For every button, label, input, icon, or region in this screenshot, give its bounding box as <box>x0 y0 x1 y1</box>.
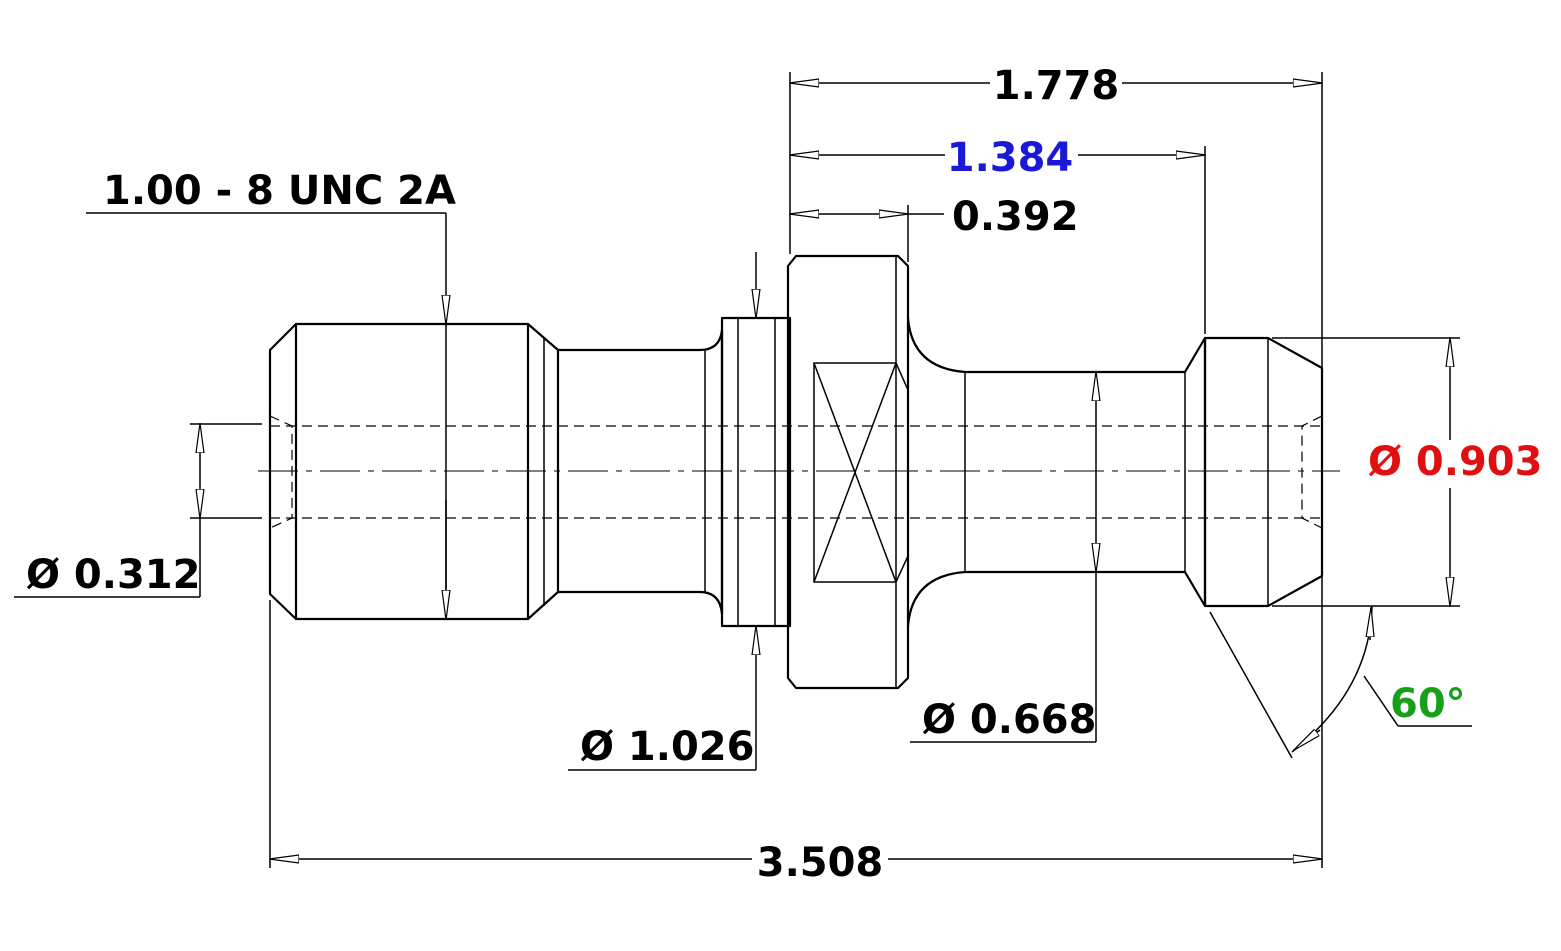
dim-text-1778: 1.778 <box>993 63 1120 109</box>
dim-text-0392: 0.392 <box>952 194 1079 240</box>
dim-text-thread: 1.00 - 8 UNC 2A <box>103 168 456 214</box>
dim-bore: Ø 0.312 <box>14 424 200 598</box>
dim-flange: Ø 1.026 <box>568 252 756 771</box>
dim-text-head: Ø 0.903 <box>1368 439 1542 485</box>
dim-angle: 60° <box>1291 605 1472 753</box>
dim-neck: Ø 0.668 <box>910 372 1096 743</box>
flange-section <box>786 254 910 690</box>
wrench-flat <box>813 362 909 583</box>
part-outline <box>268 254 1324 690</box>
ext-angle-taper <box>1209 611 1293 759</box>
dim-text-1384: 1.384 <box>947 135 1074 181</box>
dim-3508: 3.508 <box>270 840 1322 886</box>
bore-left-chamfer-hidden <box>269 415 293 529</box>
dim-1778: 1.778 <box>790 63 1322 109</box>
angle-arc <box>1291 605 1373 753</box>
dim-1384: 1.384 <box>790 135 1205 181</box>
collar-section <box>720 316 792 628</box>
neck-section <box>906 316 1207 628</box>
dim-text-3508: 3.508 <box>757 840 884 886</box>
dim-thread: 1.00 - 8 UNC 2A <box>86 168 456 619</box>
extension-lines <box>190 72 1460 868</box>
dim-0392: 0.392 <box>790 194 1079 240</box>
dim-head: Ø 0.903 <box>1368 338 1542 606</box>
dim-text-neck: Ø 0.668 <box>922 697 1096 743</box>
dim-text-angle: 60° <box>1390 681 1466 727</box>
dim-text-bore: Ø 0.312 <box>26 552 200 598</box>
dim-text-flange: Ø 1.026 <box>580 724 754 770</box>
head-section <box>1203 336 1324 608</box>
hidden-bore <box>269 415 1323 529</box>
bore-right-chamfer-hidden <box>1301 415 1323 529</box>
wrench-flat-diagonal-2 <box>813 362 897 583</box>
shank-section <box>556 328 724 616</box>
